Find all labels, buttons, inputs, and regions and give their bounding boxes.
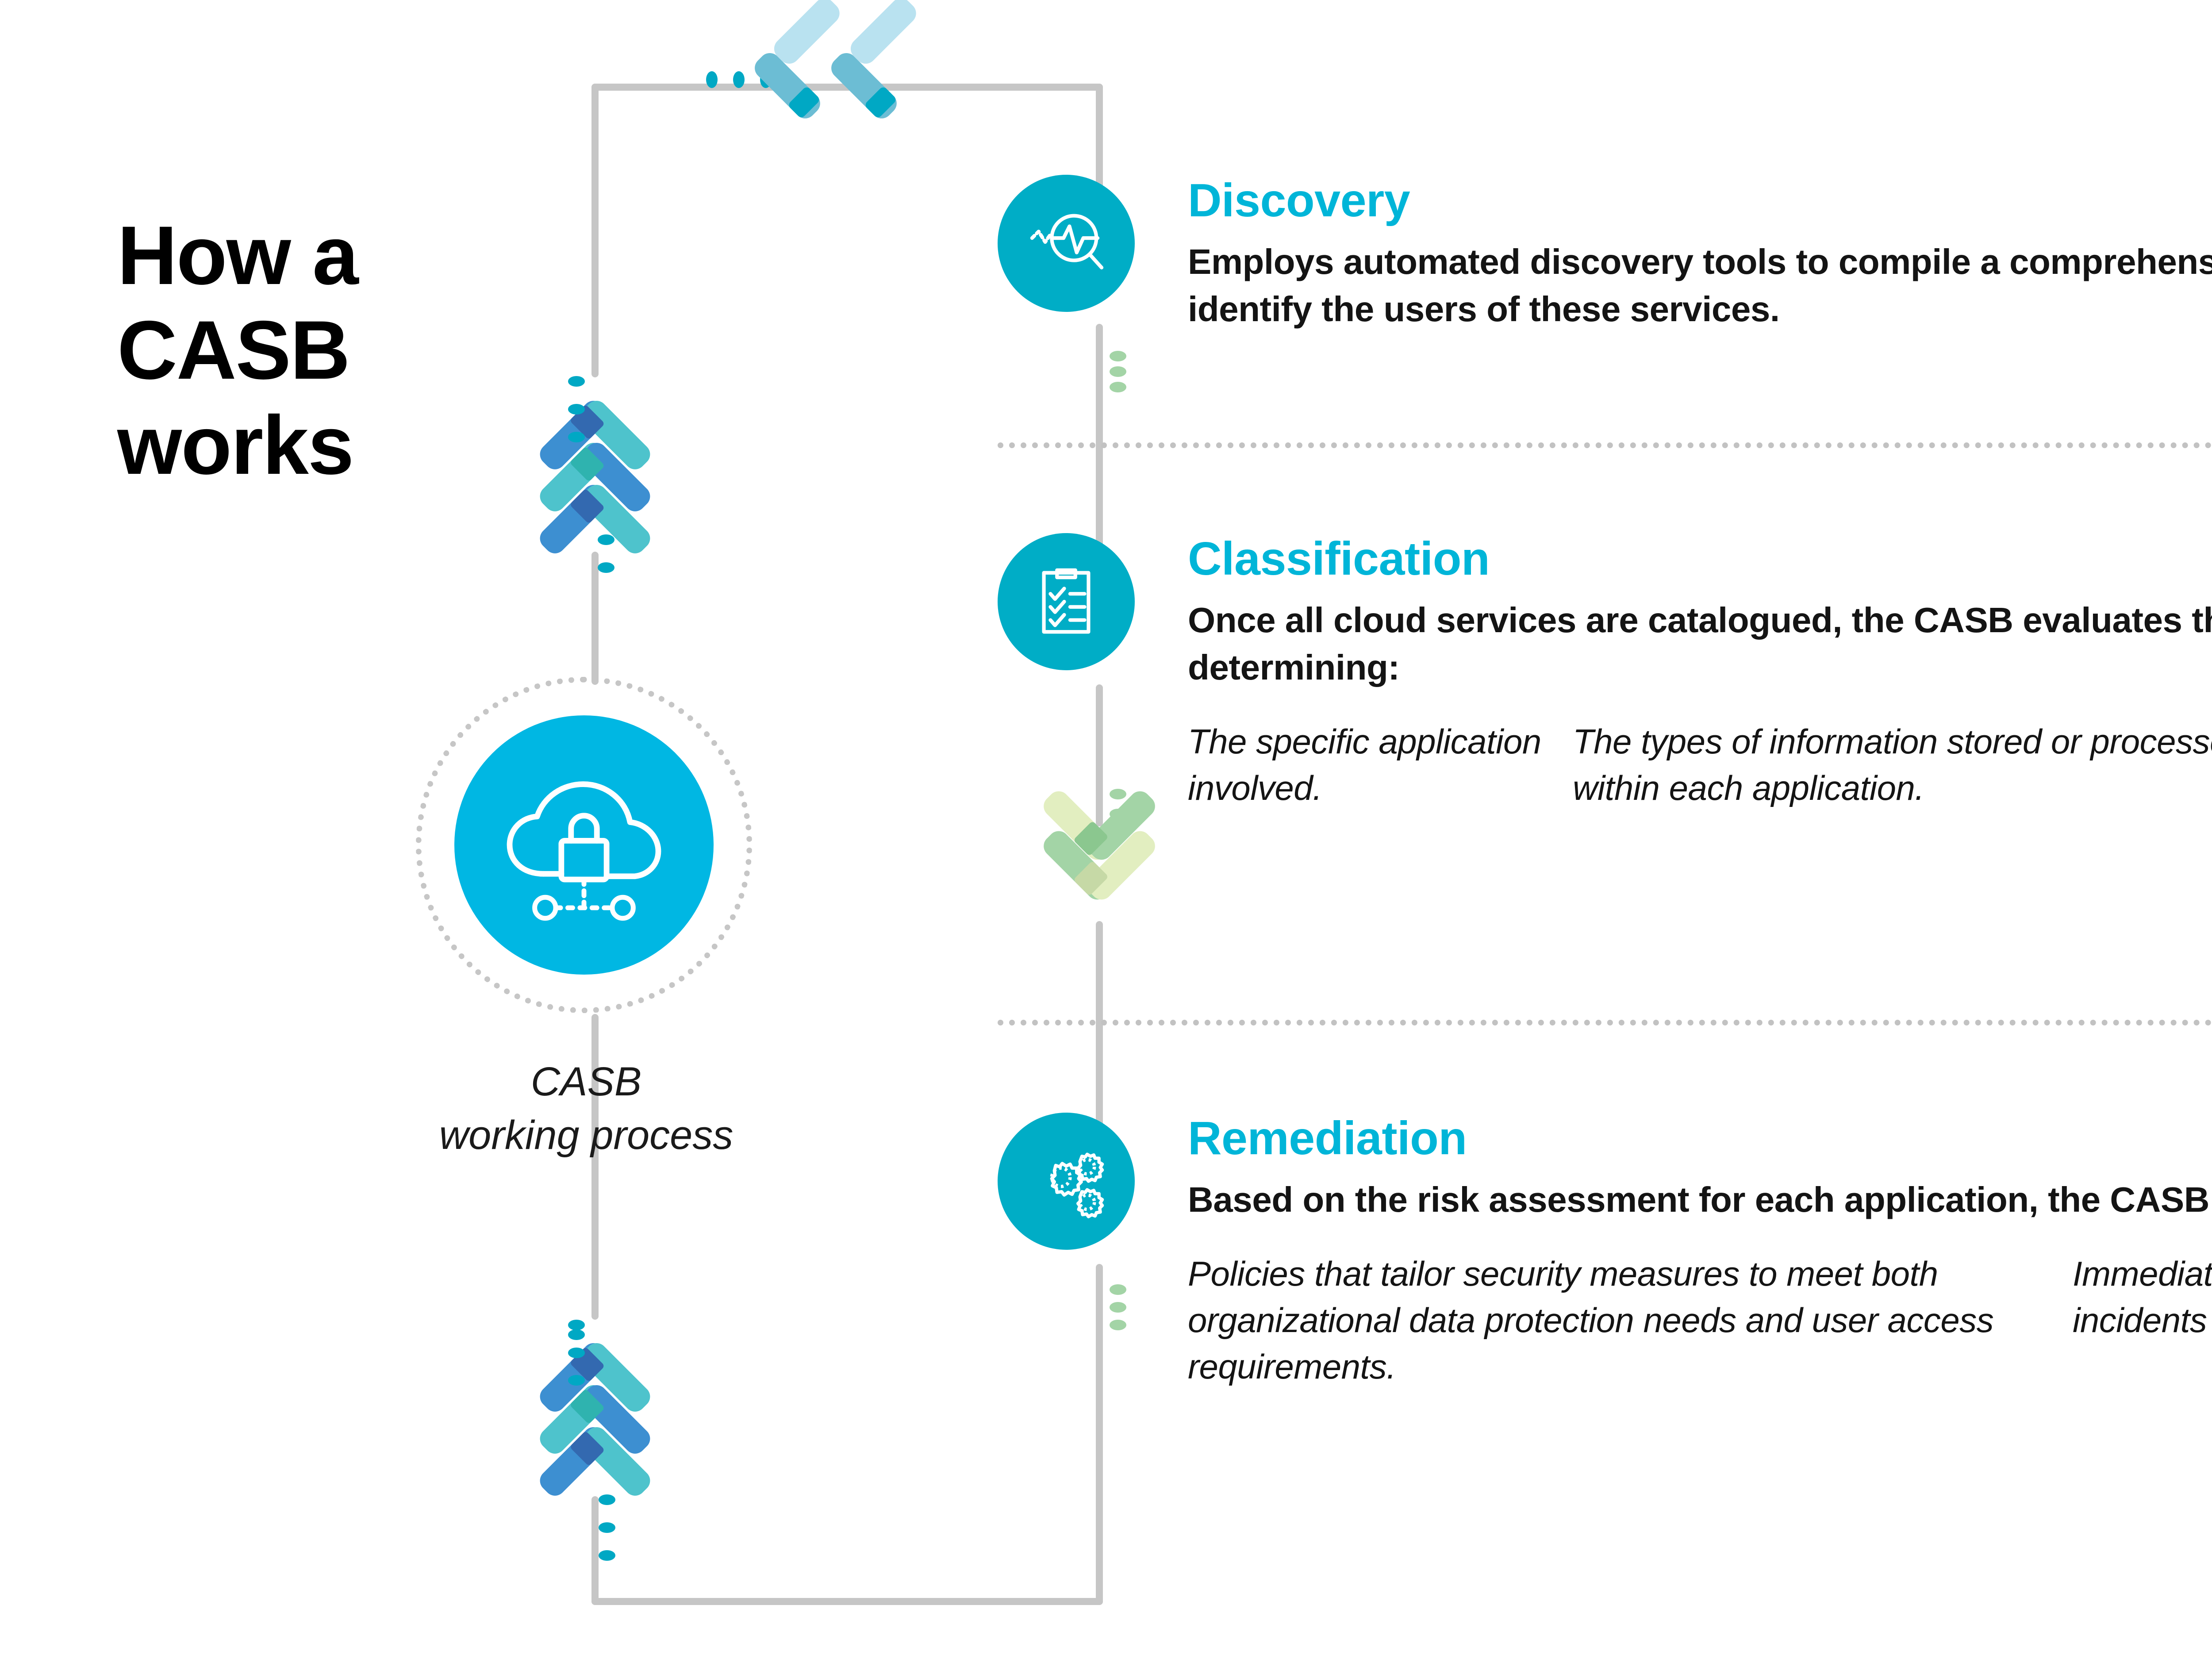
step-discovery-heading: Discovery — [1188, 174, 1410, 227]
gears-icon — [998, 1113, 1135, 1250]
step-remediation-body: Remediation Based on the risk assessment… — [1188, 1113, 2212, 1390]
ellipsis-dots-left-lower-above — [568, 1320, 585, 1386]
magnifier-pulse-icon — [998, 175, 1135, 312]
step-remediation-heading: Remediation — [1188, 1112, 1467, 1164]
divider-discovery-classification — [998, 442, 2212, 448]
step-classification-heading: Classification — [1188, 533, 1490, 585]
page-title-line-2: CASB — [117, 303, 350, 397]
sub-item: Immediate responses to address any incid… — [2073, 1254, 2212, 1340]
double-chevron-right-icon — [755, 0, 916, 119]
hub-caption: CASB working process — [310, 1055, 863, 1163]
step-remediation-sub-items: Policies that tailor security measures t… — [1188, 1251, 2212, 1390]
steps-column: Discovery Employs automated discovery to… — [998, 0, 2212, 1659]
hub-disc — [454, 715, 714, 975]
page-title: How a CASB works — [117, 208, 560, 492]
ellipsis-dots-left-upper-below — [598, 534, 614, 573]
step-discovery-body: Discovery Employs automated discovery to… — [1188, 175, 2212, 333]
cloud-lock-icon — [507, 781, 661, 921]
triple-chevron-up-icon-lower — [540, 1320, 650, 1561]
page-title-line-3: works — [117, 398, 354, 492]
page-title-line-1: How a — [117, 209, 359, 302]
ellipsis-dots-top — [706, 71, 772, 88]
clipboard-checklist-icon — [998, 533, 1135, 670]
hub-caption-line-1: CASB — [530, 1059, 642, 1104]
step-discovery-description: Employs automated discovery tools to com… — [1188, 242, 2212, 329]
ellipsis-dots-left-upper-above — [568, 376, 585, 442]
divider-classification-remediation — [998, 1020, 2212, 1025]
ellipsis-dots-left-lower-below — [599, 1494, 615, 1561]
sub-item: Policies that tailor security measures t… — [1188, 1254, 1994, 1386]
casb-hub — [416, 677, 752, 1013]
sub-item: The specific application involved. — [1188, 722, 1541, 808]
step-classification-sub-items: The specific application involved. The t… — [1188, 718, 2212, 812]
step-remediation-description: Based on the risk assessment for each ap… — [1188, 1179, 2212, 1219]
hub-caption-line-2: working process — [439, 1113, 733, 1158]
sub-item: The types of information stored or proce… — [1573, 722, 2212, 808]
step-classification-body: Classification Once all cloud services a… — [1188, 533, 2212, 812]
step-classification-description: Once all cloud services are catalogued, … — [1188, 600, 2212, 687]
